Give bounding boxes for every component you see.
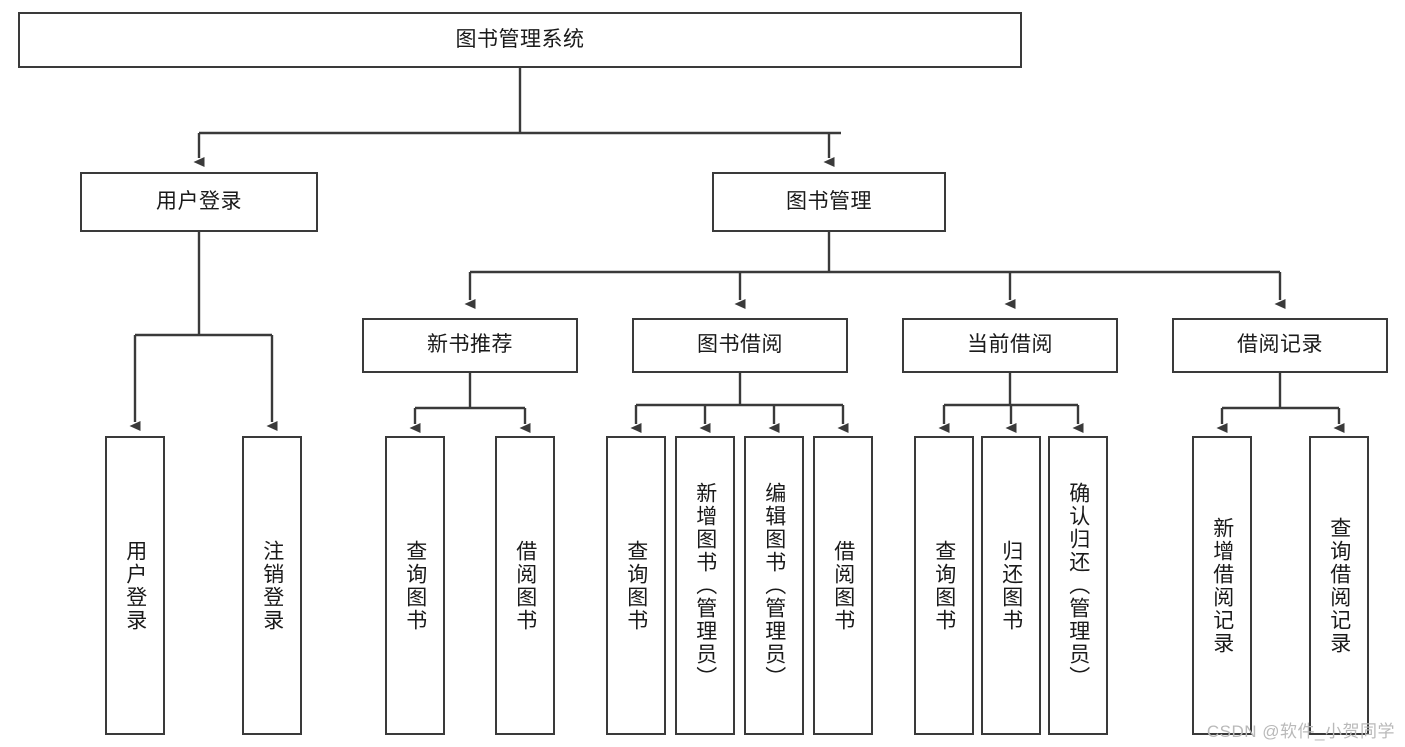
node-book-borrow-label: 图书借阅 — [697, 333, 783, 357]
node-current-borrow-label: 当前借阅 — [967, 333, 1053, 357]
node-book-borrow[interactable]: 图书借阅 — [632, 318, 848, 373]
leaf-borrow-record-2-label: 查询借阅记录 — [1327, 516, 1351, 655]
leaf-current-borrow-2-label: 归还图书 — [999, 539, 1023, 632]
leaf-borrow-record-2[interactable]: 查询借阅记录 — [1309, 436, 1369, 735]
node-new-book-recommend-label: 新书推荐 — [427, 333, 513, 357]
leaf-user-login-2[interactable]: 注销登录 — [242, 436, 302, 735]
leaf-current-borrow-3-label: 确认归还（管理员） — [1066, 482, 1090, 689]
leaf-book-borrow-2[interactable]: 新增图书（管理员） — [675, 436, 735, 735]
leaf-current-borrow-2[interactable]: 归还图书 — [981, 436, 1041, 735]
leaf-new-book-2-label: 借阅图书 — [513, 539, 537, 632]
leaf-user-login-1-label: 用户登录 — [123, 539, 147, 632]
node-user-login[interactable]: 用户登录 — [80, 172, 318, 232]
node-user-login-label: 用户登录 — [156, 189, 242, 213]
node-book-management-label: 图书管理 — [786, 189, 872, 213]
leaf-new-book-2[interactable]: 借阅图书 — [495, 436, 555, 735]
leaf-book-borrow-4[interactable]: 借阅图书 — [813, 436, 873, 735]
node-current-borrow[interactable]: 当前借阅 — [902, 318, 1118, 373]
leaf-user-login-1[interactable]: 用户登录 — [105, 436, 165, 735]
leaf-book-borrow-4-label: 借阅图书 — [831, 539, 855, 632]
watermark: CSDN @软件_小贺同学 — [1206, 722, 1395, 741]
leaf-book-borrow-2-label: 新增图书（管理员） — [693, 482, 717, 689]
leaf-book-borrow-1[interactable]: 查询图书 — [606, 436, 666, 735]
node-root[interactable]: 图书管理系统 — [18, 12, 1022, 68]
leaf-user-login-2-label: 注销登录 — [260, 539, 284, 632]
node-root-label: 图书管理系统 — [455, 27, 585, 51]
node-new-book-recommend[interactable]: 新书推荐 — [362, 318, 578, 373]
leaf-borrow-record-1-label: 新增借阅记录 — [1210, 516, 1234, 655]
leaf-book-borrow-3[interactable]: 编辑图书（管理员） — [744, 436, 804, 735]
leaf-new-book-1-label: 查询图书 — [403, 539, 427, 632]
node-borrow-record[interactable]: 借阅记录 — [1172, 318, 1388, 373]
node-borrow-record-label: 借阅记录 — [1237, 333, 1323, 357]
leaf-current-borrow-1[interactable]: 查询图书 — [914, 436, 974, 735]
leaf-new-book-1[interactable]: 查询图书 — [385, 436, 445, 735]
leaf-borrow-record-1[interactable]: 新增借阅记录 — [1192, 436, 1252, 735]
leaf-book-borrow-3-label: 编辑图书（管理员） — [762, 482, 786, 689]
leaf-current-borrow-1-label: 查询图书 — [932, 539, 956, 632]
node-book-management[interactable]: 图书管理 — [712, 172, 946, 232]
leaf-current-borrow-3[interactable]: 确认归还（管理员） — [1048, 436, 1108, 735]
leaf-book-borrow-1-label: 查询图书 — [624, 539, 648, 632]
